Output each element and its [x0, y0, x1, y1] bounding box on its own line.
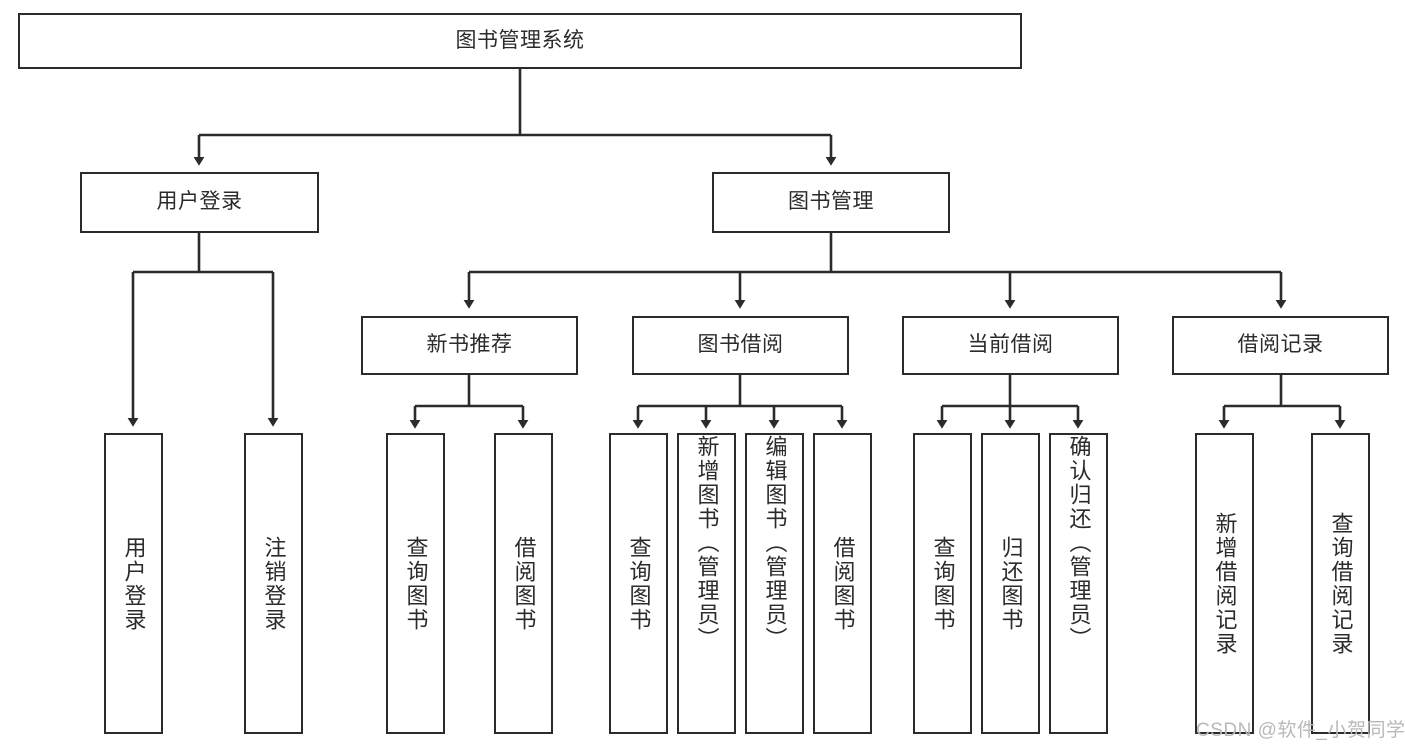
node-root-label: 图书管理系统: [455, 28, 585, 52]
node-new-book-recommend[interactable]: 新书推荐: [361, 316, 578, 375]
node-leaf-add-book[interactable]: 新增图书（管理员）: [677, 433, 736, 734]
node-current-borrow-label: 当前借阅: [967, 333, 1054, 357]
node-leaf-query-book-1-label: 查询图书: [403, 535, 429, 632]
node-leaf-add-record-label: 新增借阅记录: [1212, 511, 1238, 656]
node-leaf-query-book-1[interactable]: 查询图书: [386, 433, 445, 734]
node-leaf-logout-label: 注销登录: [261, 535, 287, 632]
node-book-manage[interactable]: 图书管理: [712, 172, 950, 233]
node-leaf-return-book[interactable]: 归还图书: [981, 433, 1040, 734]
node-leaf-logout[interactable]: 注销登录: [244, 433, 303, 734]
node-leaf-borrow-book-1[interactable]: 借阅图书: [494, 433, 553, 734]
node-book-borrow-label: 图书借阅: [697, 333, 784, 357]
node-leaf-edit-book-label: 编辑图书（管理员）: [762, 435, 788, 651]
node-leaf-borrow-book-2[interactable]: 借阅图书: [813, 433, 872, 734]
node-user-login[interactable]: 用户登录: [80, 172, 319, 233]
node-user-login-label: 用户登录: [156, 190, 243, 214]
node-leaf-query-record-label: 查询借阅记录: [1328, 511, 1354, 656]
node-leaf-query-book-3[interactable]: 查询图书: [913, 433, 972, 734]
node-leaf-borrow-book-1-label: 借阅图书: [511, 535, 537, 632]
node-borrow-record[interactable]: 借阅记录: [1172, 316, 1389, 375]
node-root[interactable]: 图书管理系统: [18, 13, 1022, 69]
node-leaf-query-book-2[interactable]: 查询图书: [609, 433, 668, 734]
node-leaf-confirm-return-label: 确认归还（管理员）: [1066, 435, 1092, 651]
node-leaf-user-login[interactable]: 用户登录: [104, 433, 163, 734]
node-leaf-edit-book[interactable]: 编辑图书（管理员）: [745, 433, 804, 734]
node-book-manage-label: 图书管理: [788, 190, 874, 214]
node-borrow-record-label: 借阅记录: [1237, 333, 1324, 357]
node-leaf-user-login-label: 用户登录: [121, 535, 147, 632]
csdn-watermark: CSDN @软件_小贺同学: [1196, 720, 1405, 741]
node-book-borrow[interactable]: 图书借阅: [632, 316, 849, 375]
node-leaf-borrow-book-2-label: 借阅图书: [830, 535, 856, 632]
node-leaf-query-book-2-label: 查询图书: [626, 535, 652, 632]
node-leaf-query-record[interactable]: 查询借阅记录: [1311, 433, 1370, 734]
node-new-book-recommend-label: 新书推荐: [426, 333, 513, 357]
node-leaf-add-record[interactable]: 新增借阅记录: [1195, 433, 1254, 734]
node-leaf-query-book-3-label: 查询图书: [930, 535, 956, 632]
node-leaf-return-book-label: 归还图书: [998, 535, 1024, 632]
node-leaf-confirm-return[interactable]: 确认归还（管理员）: [1049, 433, 1108, 734]
node-current-borrow[interactable]: 当前借阅: [902, 316, 1119, 375]
node-leaf-add-book-label: 新增图书（管理员）: [694, 435, 720, 651]
